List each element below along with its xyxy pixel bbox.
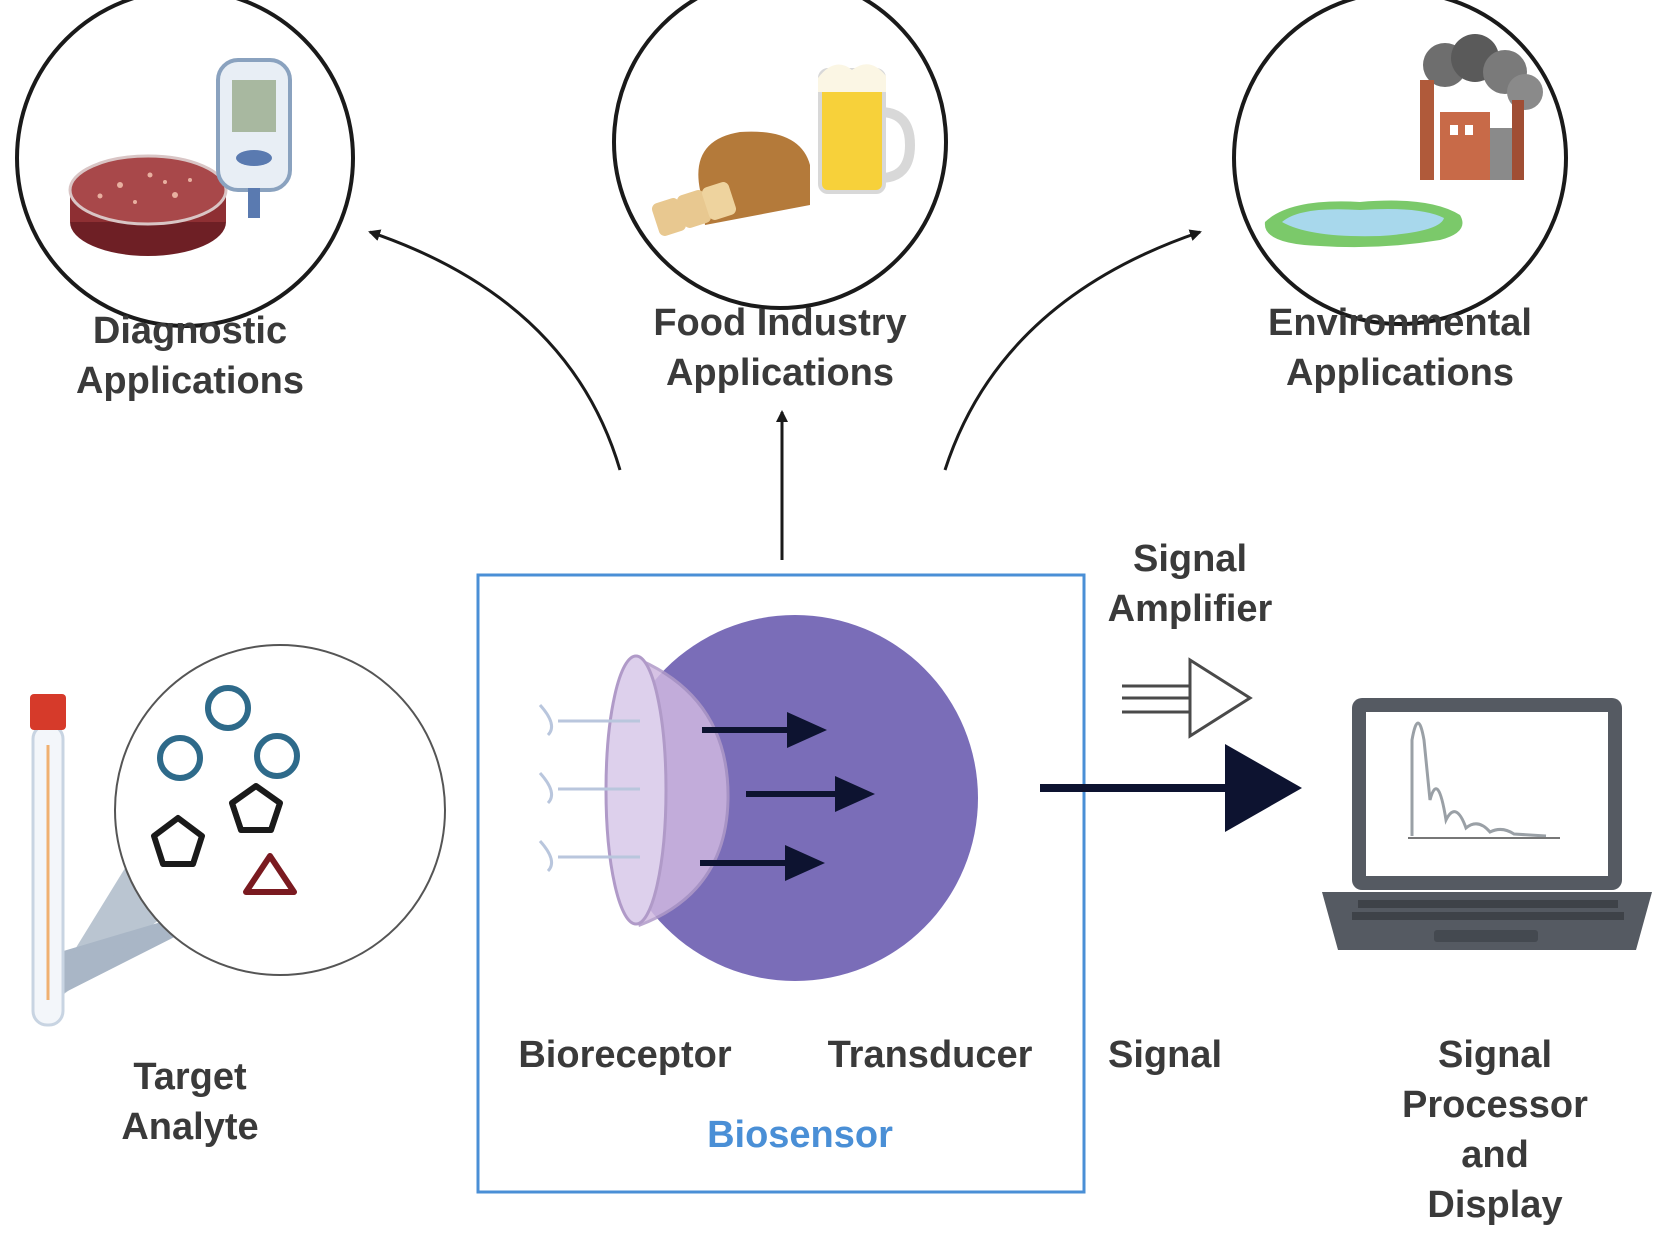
processor-line-2: Processor: [1402, 1084, 1588, 1126]
analyte-ring-top: [205, 685, 251, 731]
processor-line-1: Signal: [1437, 1034, 1553, 1076]
laptop-keyboard: [1352, 900, 1624, 920]
target-line-2: Analyte: [121, 1106, 259, 1148]
label-diagnostic-applications: Diagnostic Applications: [60, 306, 320, 406]
arrow-to-environmental: [943, 229, 1202, 471]
signal-output-arrow: [1040, 744, 1302, 832]
factory-icon: [1420, 80, 1524, 180]
petri-dish-icon: [68, 154, 228, 256]
food-circle: [612, 0, 948, 310]
bread-icon: [651, 131, 810, 236]
processor-line-4: Display: [1427, 1184, 1563, 1226]
amplifier-line-1: Signal: [1132, 538, 1248, 580]
label-signal-amplifier: Signal Amplifier: [1090, 534, 1290, 634]
analyte-pentagon-right: [229, 783, 283, 833]
environmental-circle: [1232, 0, 1568, 326]
receptor-hooks: [538, 703, 640, 873]
target-line-1: Target: [133, 1056, 247, 1098]
transducer-disc: [612, 615, 978, 981]
label-signal: Signal: [1107, 1034, 1223, 1076]
label-target-analyte: Target Analyte: [100, 1052, 280, 1152]
food-line-2: Applications: [665, 352, 895, 394]
analyte-pentagon-left: [151, 815, 205, 867]
label-environmental-applications: Environmental Applications: [1250, 298, 1550, 398]
label-signal-processor: Signal Processor and Display: [1385, 1030, 1605, 1230]
smoke-icon: [1423, 34, 1543, 110]
arrow-to-diagnostic: [368, 229, 622, 471]
lake-icon: [1264, 200, 1463, 248]
processor-line-3: and: [1461, 1134, 1529, 1176]
signal-arrows-internal: [700, 712, 875, 881]
food-line-1: Food Industry: [653, 302, 907, 344]
label-biosensor: Biosensor: [707, 1114, 893, 1156]
diagnostic-line-2: Applications: [75, 360, 305, 402]
spectrum-graph: [1410, 721, 1547, 838]
beer-mug-icon: [818, 64, 916, 194]
analyte-ring-left: [157, 735, 203, 781]
amplifier-icon: [1122, 657, 1253, 739]
analyte-ring-right: [254, 733, 300, 779]
label-food-applications: Food Industry Applications: [630, 298, 930, 398]
analyte-triangle: [243, 853, 297, 895]
amplifier-line-2: Amplifier: [1107, 588, 1273, 630]
laptop-icon: [1322, 698, 1652, 950]
environmental-line-2: Applications: [1285, 352, 1515, 394]
glucose-meter-icon: [216, 58, 292, 218]
environmental-line-1: Environmental: [1268, 302, 1532, 344]
biosensor-box: [476, 573, 1086, 1194]
diagnostic-circle: [15, 0, 355, 328]
diagnostic-line-1: Diagnostic: [92, 310, 288, 352]
label-transducer: Transducer: [827, 1034, 1033, 1076]
label-bioreceptor: Bioreceptor: [518, 1034, 732, 1076]
